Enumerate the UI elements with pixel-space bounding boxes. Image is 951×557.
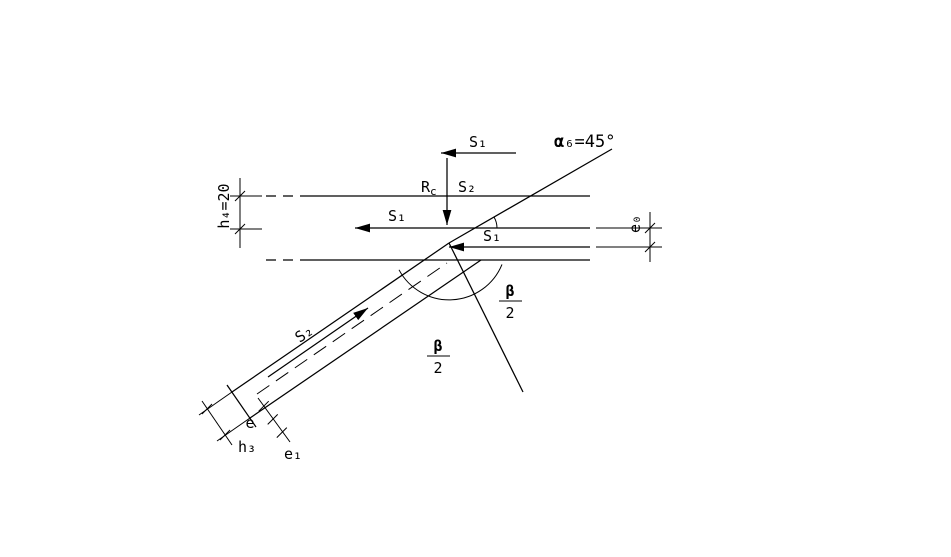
dimension-e-chain [257, 397, 291, 443]
label-alpha-symbol: α [554, 132, 564, 152]
label-e1: e₁ [284, 445, 302, 463]
inclined-member [226, 242, 482, 428]
label-rc: Rc [421, 178, 437, 198]
dimension-tick [201, 403, 213, 415]
dimension-tick [234, 190, 246, 202]
label-s1-bottom: S₁ [483, 227, 501, 245]
label-rc-sub: c [430, 185, 437, 198]
label-s1-top: S₁ [469, 133, 487, 151]
horizontal-member [266, 195, 590, 261]
beta-angle-arc [398, 264, 503, 301]
dimension-h3 [198, 391, 251, 446]
beta-fraction-bars [427, 300, 522, 357]
label-h3: h₃ [238, 438, 256, 456]
label-rc-main: R [421, 178, 431, 196]
inclined-top-edge [231, 242, 450, 393]
label-e0: e₀ [626, 215, 644, 233]
dimension-tick [644, 241, 656, 253]
labels: S₁ S₁ S₁ Rc S₂ α₆=45° β 2 β 2 S₂ h₄=20 e… [215, 132, 644, 463]
label-beta-right-den: 2 [505, 304, 514, 322]
beta-bisector-line [448, 242, 524, 393]
label-s2-top: S₂ [458, 178, 476, 196]
force-lines [267, 148, 613, 378]
label-s2-member: S₂ [292, 321, 317, 346]
dimension-h4 [230, 178, 262, 248]
label-e: e [245, 414, 254, 432]
dimension-tick [234, 223, 246, 235]
angle-marks [398, 216, 524, 393]
dimension-tick [267, 414, 279, 425]
dimension-tick [276, 427, 288, 438]
dimension-tick [258, 400, 270, 412]
label-h4: h₄=20 [215, 183, 233, 228]
label-beta-left-num: β [433, 337, 442, 355]
dimension-tick [644, 222, 656, 234]
dimension-line [201, 400, 233, 446]
dimension-e0 [596, 212, 662, 262]
alpha-angle-arc [493, 216, 498, 229]
inclined-bottom-edge [249, 259, 482, 419]
s2-force-line-diagonal [448, 148, 613, 244]
label-alpha-value: ₆=45° [564, 132, 615, 152]
label-s1-mid: S₁ [388, 207, 406, 225]
inclined-centerline [256, 262, 448, 395]
label-beta-left-den: 2 [433, 359, 442, 377]
s2-force-arrow-member [267, 307, 369, 378]
dimension-line [257, 397, 291, 443]
label-beta-right-num: β [505, 282, 514, 300]
dimension-tick [219, 429, 231, 441]
label-alpha: α₆=45° [554, 132, 615, 152]
